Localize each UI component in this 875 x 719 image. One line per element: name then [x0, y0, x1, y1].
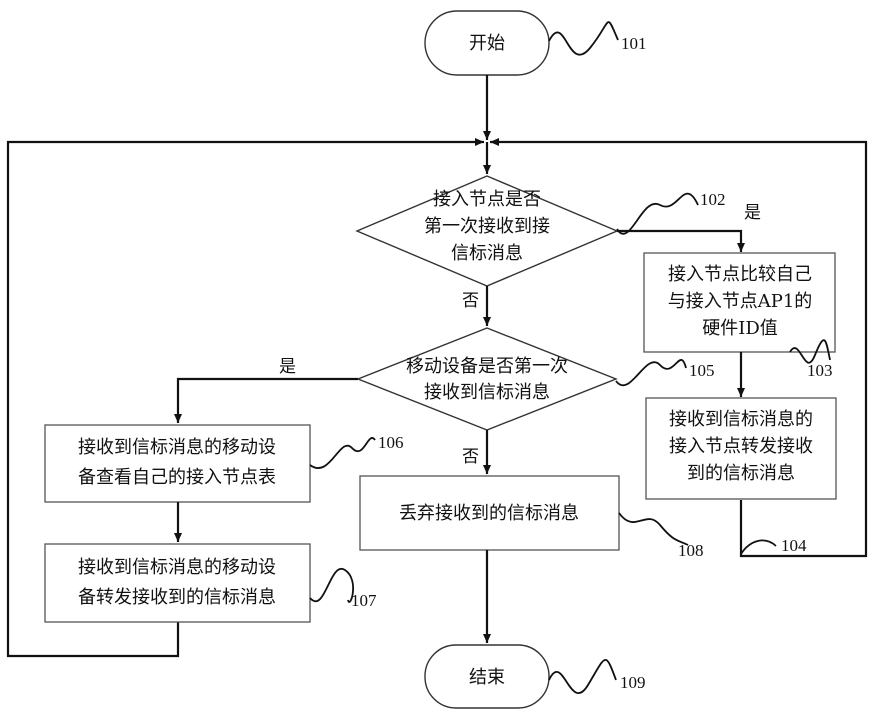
- svg-text:接入节点是否: 接入节点是否: [433, 189, 541, 210]
- leader-101: [549, 22, 618, 55]
- yes-label-2: 是: [279, 357, 296, 377]
- ref-102: 102: [700, 190, 726, 209]
- no-label-2: 否: [462, 447, 479, 467]
- decision-mobile-first-receive-node: 移动设备是否第一次 接收到信标消息: [358, 328, 616, 430]
- svg-text:移动设备是否第一次: 移动设备是否第一次: [406, 356, 568, 377]
- leader-107: [310, 569, 353, 602]
- arrow-decision1-yes: [617, 231, 741, 252]
- svg-text:到的信标消息: 到的信标消息: [687, 463, 795, 484]
- svg-text:接入节点比较自己: 接入节点比较自己: [668, 264, 812, 285]
- ref-109: 109: [620, 673, 646, 692]
- svg-text:硬件ID值: 硬件ID值: [702, 318, 778, 339]
- decision-first-receive-node: 接入节点是否 第一次接收到接 信标消息: [357, 176, 617, 286]
- svg-text:接收到信标消息: 接收到信标消息: [424, 382, 550, 403]
- end-label: 结束: [469, 667, 505, 688]
- svg-text:备转发接收到的信标消息: 备转发接收到的信标消息: [78, 587, 276, 608]
- node-forward-beacon-box: 接收到信标消息的 接入节点转发接收 到的信标消息: [646, 398, 836, 499]
- start-node: 开始: [425, 11, 549, 75]
- svg-text:接收到信标消息的: 接收到信标消息的: [669, 409, 813, 430]
- ref-101: 101: [621, 34, 647, 53]
- leader-102: [617, 194, 698, 234]
- ref-103: 103: [807, 361, 833, 380]
- svg-text:丢弃接收到的信标消息: 丢弃接收到的信标消息: [399, 503, 579, 524]
- svg-text:信标消息: 信标消息: [451, 243, 523, 264]
- check-node-table-box: 接收到信标消息的移动设 备查看自己的接入节点表: [45, 425, 310, 502]
- svg-text:接入节点转发接收: 接入节点转发接收: [669, 436, 813, 457]
- compare-hardware-id-box: 接入节点比较自己 与接入节点AP1的 硬件ID值: [644, 253, 835, 352]
- discard-beacon-box: 丢弃接收到的信标消息: [360, 476, 619, 550]
- svg-text:接收到信标消息的移动设: 接收到信标消息的移动设: [78, 437, 276, 458]
- leader-104: [741, 502, 776, 554]
- arrow-decision2-yes: [178, 379, 358, 423]
- svg-text:备查看自己的接入节点表: 备查看自己的接入节点表: [78, 467, 276, 488]
- ref-107: 107: [351, 591, 377, 610]
- ref-104: 104: [781, 536, 807, 555]
- leader-109: [549, 660, 616, 693]
- leader-105: [616, 360, 686, 385]
- svg-text:与接入节点AP1的: 与接入节点AP1的: [668, 291, 813, 312]
- leader-106: [310, 438, 375, 468]
- ref-105: 105: [689, 361, 715, 380]
- yes-label-1: 是: [744, 203, 761, 223]
- end-node: 结束: [425, 645, 549, 708]
- start-label: 开始: [469, 33, 505, 54]
- ref-108: 108: [678, 541, 704, 560]
- svg-text:接收到信标消息的移动设: 接收到信标消息的移动设: [78, 557, 276, 578]
- ref-106: 106: [378, 433, 404, 452]
- svg-text:第一次接收到接: 第一次接收到接: [424, 216, 550, 237]
- mobile-forward-beacon-box: 接收到信标消息的移动设 备转发接收到的信标消息: [45, 544, 310, 622]
- no-label-1: 否: [462, 291, 479, 311]
